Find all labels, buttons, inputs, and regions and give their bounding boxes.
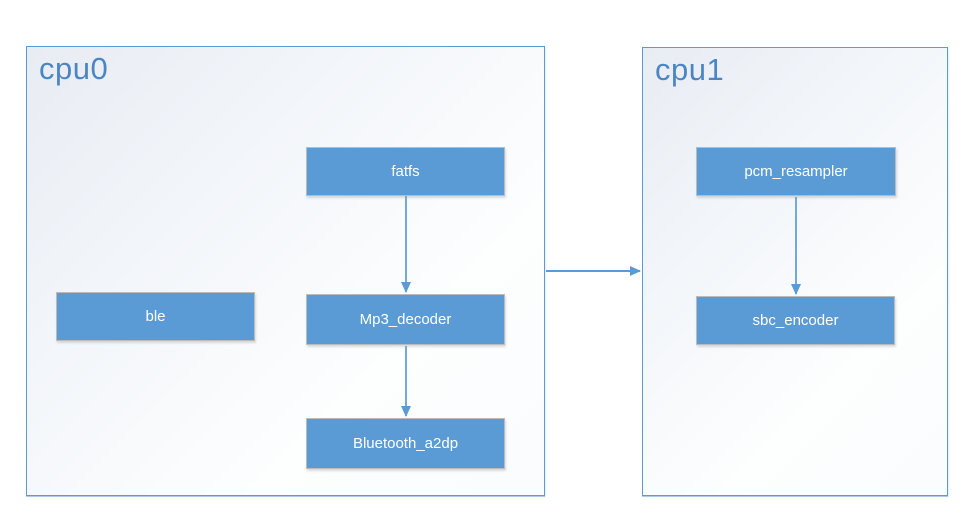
node-pcm-resampler-label: pcm_resampler [744, 163, 848, 180]
container-cpu1: cpu1 [642, 47, 948, 496]
container-cpu1-label: cpu1 [655, 52, 725, 87]
container-cpu0-label: cpu0 [39, 51, 109, 86]
container-cpu0: cpu0 [26, 46, 545, 496]
node-fatfs: fatfs [306, 147, 505, 196]
node-mp3-decoder-label: Mp3_decoder [359, 311, 452, 328]
node-mp3-decoder: Mp3_decoder [306, 294, 505, 345]
node-bluetooth-a2dp: Bluetooth_a2dp [306, 418, 505, 469]
node-ble-label: ble [145, 308, 166, 325]
node-fatfs-label: fatfs [391, 163, 420, 180]
node-ble: ble [56, 292, 255, 341]
node-pcm-resampler: pcm_resampler [696, 147, 896, 196]
node-sbc-encoder: sbc_encoder [696, 296, 895, 345]
node-sbc-encoder-label: sbc_encoder [752, 312, 839, 329]
node-bluetooth-a2dp-label: Bluetooth_a2dp [352, 435, 459, 452]
